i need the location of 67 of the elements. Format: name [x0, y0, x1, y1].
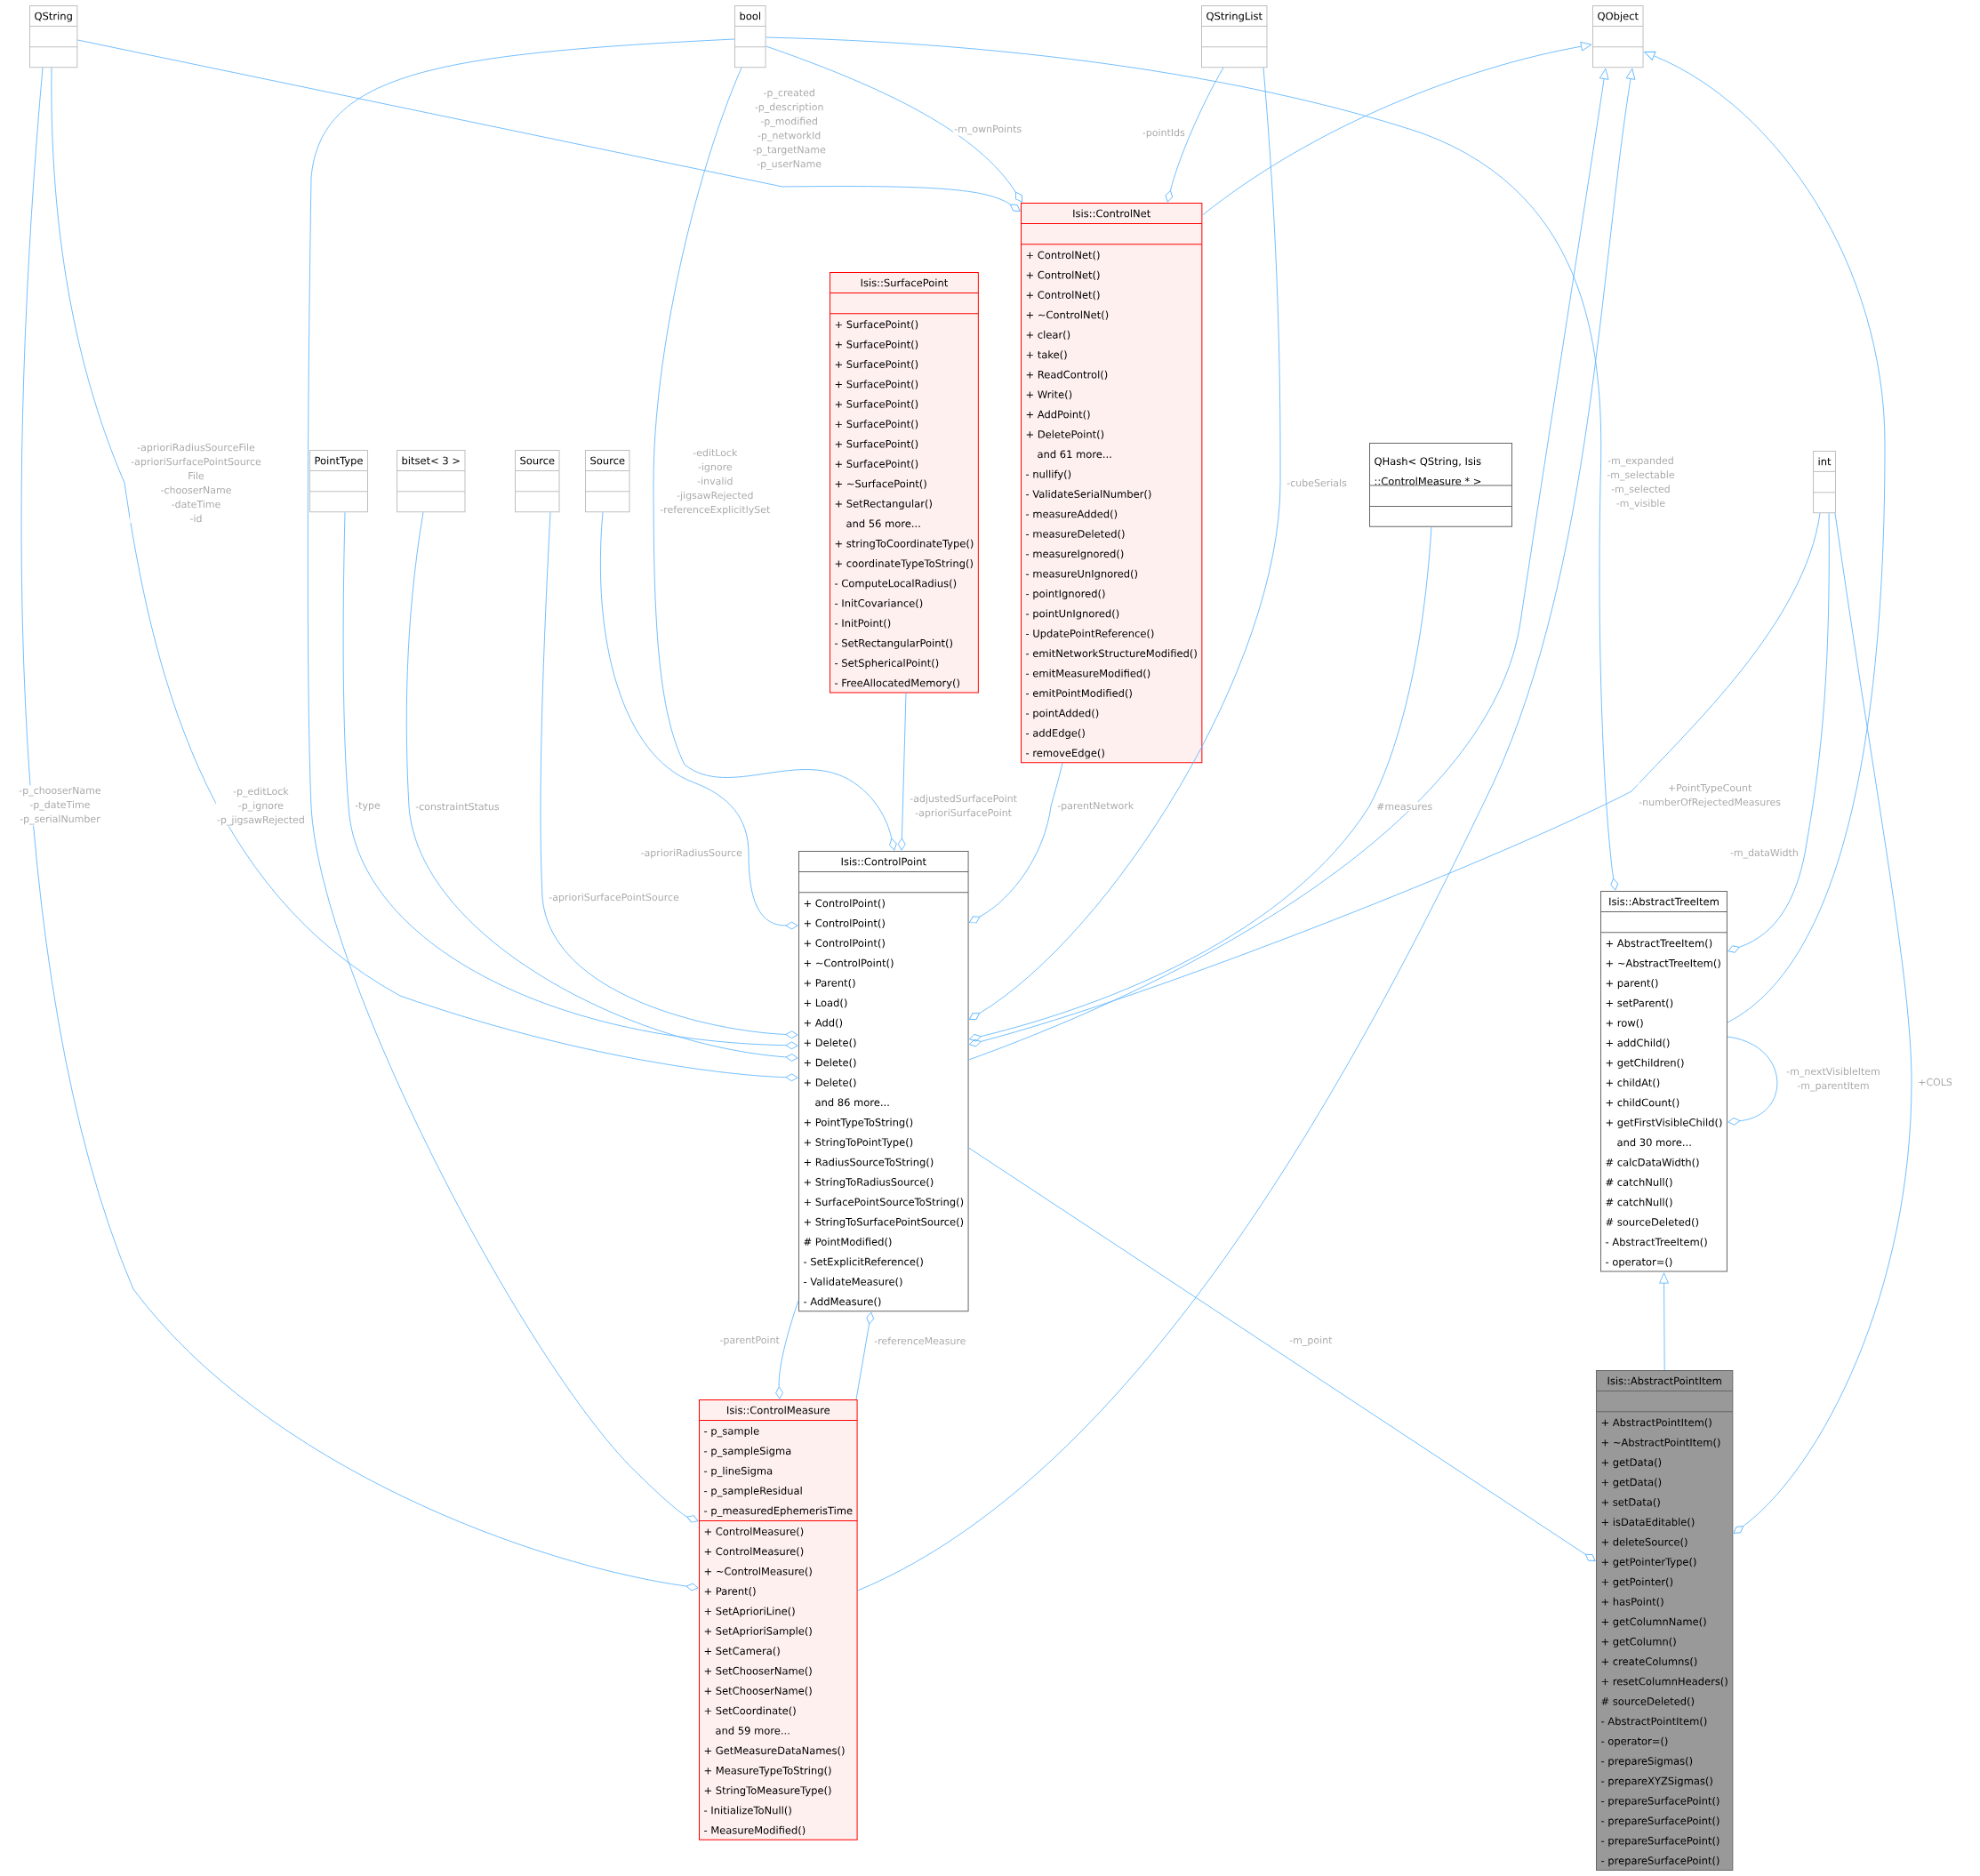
class-box: Isis::AbstractPointItem + AbstractPointItem() + ~AbstractPointItem() + getData() + getData() + setData() + isDataEditable() + deleteSource() + getPointerType() + getPointer() + hasPoint() + getColumnName() + getColumn() + createColumns() + resetColumnHeaders() # sourceDeleted() - AbstractPointItem() - operator=() - prepareSigmas() - prepareXYZSigmas() - prepareSurfacePoint() - prepareSurfacePoint() - prepareSurfacePoint() - prepareSurfacePoint() — [1596, 1370, 1734, 1872]
inheritance-arrow — [1659, 1272, 1669, 1371]
edge-label: -m_expanded -m_selectable -m_selected -m_visible — [1606, 455, 1676, 510]
edge-label: -aprioriRadiusSource — [639, 847, 743, 860]
aggregation-connector — [1733, 512, 1912, 1534]
aggregation-connector — [897, 692, 907, 851]
edge-label: -parentNetwork — [1056, 800, 1135, 813]
class-box: Isis::SurfacePoint + SurfacePoint() + SurfacePoint() + SurfacePoint() + SurfacePoint() + SurfacePoint() + SurfacePoint() + SurfacePoint() + SurfacePoint() + ~SurfacePoint() + SetRectangular() and 56 more... + stringToCoordinateType() + coordinateTypeToString() - ComputeLocalRadius() - InitCovariance() - InitPoint() - SetRectangularPoint() - SetSphericalPoint() - FreeAllocatedMemory() — [830, 272, 979, 693]
edge-label: -m_dataWidth — [1728, 847, 1800, 860]
aggregation-connector — [1727, 1036, 1778, 1126]
edge-label: -referenceMeasure — [873, 1335, 967, 1346]
class-box: Isis::AbstractTreeItem + AbstractTreeItem() + ~AbstractTreeItem() + parent() + setParent() + row() + addChild() + getChildren() + childAt() + childCount() + getFirstVisibleChild() and 30 more... # calcDataWidth() # catchNull() # catchNull() # sourceDeleted() - AbstractTreeItem() - operator=() — [1600, 891, 1727, 1272]
edge-label: +PointTypeCount -numberOfRejectedMeasures — [1638, 782, 1782, 809]
class-box: bool — [734, 5, 766, 68]
class-box: Source — [515, 450, 560, 513]
edge-label: -aprioriSurfacePointSource — [548, 892, 680, 904]
aggregation-connector — [307, 38, 735, 1523]
inheritance-arrow — [968, 68, 1609, 1061]
class-box: int — [1813, 451, 1836, 514]
aggregation-connector — [855, 1311, 875, 1400]
aggregation-connector — [968, 1147, 1596, 1561]
aggregation-connector — [51, 67, 798, 1082]
edge-label: -constraintStatus — [414, 801, 501, 812]
class-box: QStringList — [1201, 5, 1268, 68]
edge-label: #measures — [1375, 802, 1434, 812]
aggregation-connector — [342, 511, 798, 1050]
aggregation-connector — [653, 67, 897, 851]
aggregation-connector — [76, 39, 1021, 212]
edge-label: -parentPoint — [718, 1335, 781, 1347]
aggregation-connector — [766, 45, 1022, 203]
class-box: QHash< QString, Isis ::ControlMeasure * > — [1369, 443, 1512, 527]
edge-label: -adjustedSurfacePoint -aprioriSurfacePoint — [909, 793, 1018, 820]
edge-label: -m_nextVisibleItem -m_parentItem — [1785, 1066, 1881, 1093]
edge-label: -type — [354, 801, 381, 812]
class-box: Isis::ControlPoint + ControlPoint() + ControlPoint() + ControlPoint() + ~ControlPoint() + Parent() + Load() + Add() + Delete() + Delete() + Delete() and 86 more... + PointTypeToString() + StringToPointType() + RadiusSourceToString() + StringToRadiusSource() + SurfacePointSourceToString() + StringToSurfacePointSource() # PointModified() - SetExplicitReference() - ValidateMeasure() - AddMeasure() — [798, 851, 969, 1312]
inheritance-arrow — [857, 68, 1636, 1591]
aggregation-connector — [766, 36, 1619, 891]
class-box: Isis::ControlNet + ControlNet() + ControlNet() + ControlNet() + ~ControlNet() + clear() + take() + ReadControl() + Write() + AddPoint() + DeletePoint() and 61 more... - nullify() - ValidateSerialNumber() - measureAdded() - measureDeleted() - measureIgnored() - measureUnIgnored() - pointIgnored() - pointUnIgnored() - UpdatePointReference() - emitNetworkStructureModified() - emitMeasureModified() - emitPointModified() - pointAdded() - addEdge() - removeEdge() — [1021, 203, 1203, 764]
aggregation-connector — [775, 1300, 799, 1399]
aggregation-connector — [540, 511, 798, 1039]
aggregation-connector — [968, 762, 1063, 924]
aggregation-connector — [20, 67, 699, 1591]
aggregation-connector — [968, 67, 1281, 1020]
edge-label: -p_editLock -p_ignore -p_jigsawRejected — [215, 786, 306, 827]
inheritance-arrow — [1201, 41, 1592, 216]
edge-label: -cubeSerials — [1286, 477, 1348, 488]
edge-label: -m_ownPoints — [953, 124, 1023, 136]
edge-label: -aprioriRadiusSourceFile -aprioriSurfacePointSource File -chooserName -dateTime -id — [130, 442, 262, 524]
aggregation-connector — [1727, 512, 1830, 953]
class-box: QObject — [1592, 5, 1644, 68]
aggregation-connector — [600, 511, 798, 930]
aggregation-connector — [968, 526, 1432, 1042]
edge-label: +COLS — [1917, 1077, 1953, 1087]
inheritance-arrow — [1644, 51, 1886, 1023]
edge-label: -editLock -ignore -invalid -jigsawRejected -referenceExplicitlySet — [659, 447, 772, 517]
edge-label: -p_chooserName -p_dateTime -p_serialNumber — [18, 785, 102, 826]
class-box: bitset< 3 > — [397, 450, 466, 513]
aggregation-connector — [968, 512, 1821, 1047]
class-box: QString — [29, 5, 78, 68]
aggregation-connector — [405, 511, 798, 1062]
edge-label: -m_point — [1288, 1335, 1334, 1347]
class-box: Isis::ControlMeasure - p_sample - p_sampleSigma - p_lineSigma - p_sampleResidual - p_measuredEphemerisTime + ControlMeasure() + ControlMeasure() + ~ControlMeasure() + Parent() + SetAprioriLine() + SetAprioriSample() + SetCamera() + SetChooserName() + SetChooserName() + SetCoordinate() and 59 more... + GetMeasureDataNames() + MeasureTypeToString() + StringToMeasureType() - InitializeToNull() - MeasureModified() — [699, 1399, 858, 1840]
class-box: Source — [585, 450, 630, 513]
edge-label: -p_created -p_description -p_modified -p_networkId -p_targetName -p_userName — [751, 87, 827, 171]
aggregation-connector — [1165, 67, 1224, 203]
edge-label: -pointIds — [1141, 127, 1186, 140]
class-box: PointType — [309, 450, 368, 513]
